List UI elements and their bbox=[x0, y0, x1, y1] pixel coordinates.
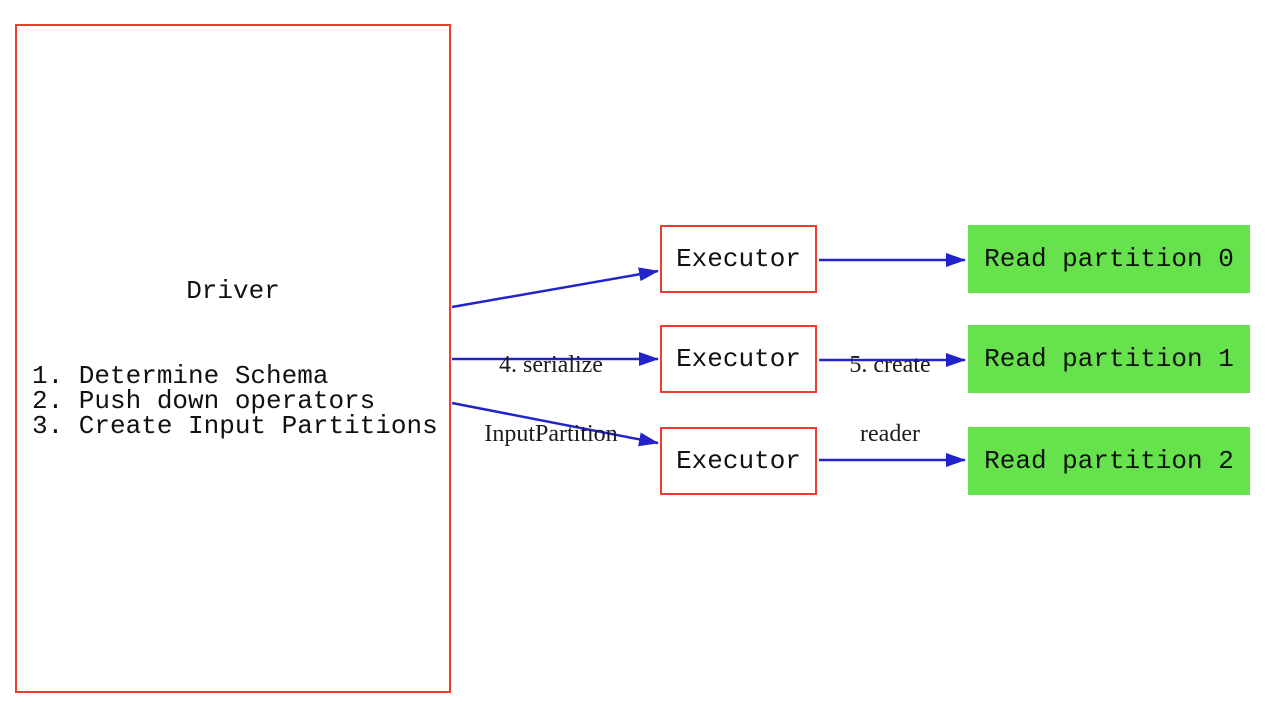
create-reader-label-line2: reader bbox=[860, 421, 920, 447]
create-reader-label: 5. create reader bbox=[810, 308, 970, 492]
serialize-label-line1: 4. serialize bbox=[499, 352, 603, 378]
arrow-driver-to-executor-1 bbox=[451, 267, 659, 309]
executor-box-1: Executor bbox=[660, 225, 817, 293]
serialize-inputpartition-label: 4. serialize InputPartition bbox=[446, 308, 656, 492]
read-partition-box-1: Read partition 1 bbox=[968, 325, 1250, 393]
read-partition-label-2: Read partition 2 bbox=[984, 446, 1234, 476]
read-partition-box-2: Read partition 2 bbox=[968, 427, 1250, 495]
driver-step-push-down-operators: 2. Push down operators bbox=[32, 386, 376, 416]
driver-step-determine-schema: 1. Determine Schema bbox=[32, 361, 329, 391]
executor-box-3: Executor bbox=[660, 427, 817, 495]
create-reader-label-line1: 5. create bbox=[849, 352, 931, 378]
executor-box-2: Executor bbox=[660, 325, 817, 393]
driver-title: Driver bbox=[186, 276, 280, 306]
read-partition-box-0: Read partition 0 bbox=[968, 225, 1250, 293]
read-partition-label-0: Read partition 0 bbox=[984, 244, 1234, 274]
executor-label-2: Executor bbox=[676, 344, 801, 374]
serialize-label-line2: InputPartition bbox=[484, 421, 618, 447]
executor-label-3: Executor bbox=[676, 446, 801, 476]
driver-box: Driver 1. Determine Schema 2. Push down … bbox=[15, 24, 451, 693]
executor-label-1: Executor bbox=[676, 244, 801, 274]
read-partition-label-1: Read partition 1 bbox=[984, 344, 1234, 374]
driver-steps-list: 1. Determine Schema 2. Push down operato… bbox=[32, 361, 438, 441]
driver-step-create-input-partitions: 3. Create Input Partitions bbox=[32, 411, 438, 441]
